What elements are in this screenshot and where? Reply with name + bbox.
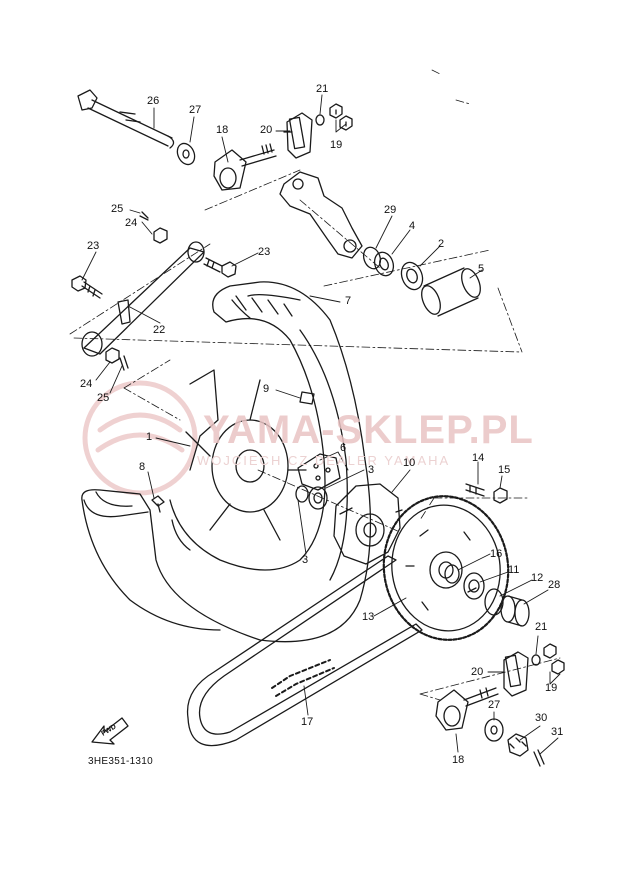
washer-27-top [176, 142, 196, 166]
watermark-logo-icon [82, 380, 198, 496]
washer-21-top [315, 114, 325, 126]
bearing-11 [463, 572, 485, 600]
cotter-pin-25-bottom [119, 355, 129, 371]
caliper-bracket [279, 171, 363, 259]
tire-inner-section [83, 491, 149, 518]
drive-chain-17 [186, 555, 423, 747]
label-13: 13 [362, 611, 375, 623]
nut-24-top [153, 227, 168, 244]
label-18: 18 [452, 754, 465, 766]
label-4: 4 [409, 220, 416, 232]
part-code: 3HE351-1310 [88, 756, 154, 767]
label-20: 20 [471, 666, 484, 678]
label-28: 28 [548, 579, 561, 591]
label-24: 24 [80, 378, 93, 390]
label-23: 23 [87, 240, 100, 252]
axle-shaft [77, 89, 175, 149]
label-24: 24 [125, 217, 138, 229]
label-29: 29 [384, 204, 397, 216]
torque-rod-22 [81, 241, 205, 357]
label-22: 22 [153, 324, 166, 336]
chain-puller-18-top [213, 143, 277, 191]
adjuster-block-20-bottom [503, 651, 529, 697]
label-6: 6 [340, 442, 347, 454]
bearing-2 [400, 261, 424, 291]
cotter-pin-25-top [139, 211, 149, 221]
collar-29 [362, 246, 382, 270]
label-30: 30 [535, 712, 548, 724]
bearing-3-outer [308, 486, 328, 510]
spacer-16 [444, 564, 460, 584]
nut-19-top [329, 103, 343, 119]
forward-arrow-icon [91, 717, 129, 745]
label-20: 20 [260, 124, 273, 136]
label-26: 26 [147, 95, 160, 107]
leader-lines [81, 94, 561, 755]
label-5: 5 [478, 263, 485, 275]
watermark-subtitle: WOJCIECH CZ DEALER YAMAHA [197, 453, 451, 468]
nut-19-bottom [543, 643, 565, 675]
label-16: 16 [490, 548, 503, 560]
bolt-23-right [203, 257, 237, 278]
collar-28 [500, 595, 530, 627]
washer-27-bottom [484, 718, 504, 742]
label-3: 3 [368, 464, 375, 476]
clutch-hub-10 [333, 483, 403, 565]
axle-nut-30 [507, 733, 529, 757]
hub-damper-6 [297, 453, 341, 491]
label-21: 21 [535, 621, 548, 633]
label-10: 10 [403, 457, 416, 469]
adjuster-block-20-top [283, 112, 313, 159]
nut-24-bottom [105, 347, 120, 364]
label-19: 19 [545, 682, 558, 694]
sprocket-13 [382, 495, 510, 641]
valve-8 [151, 495, 165, 513]
oil-seal-4 [373, 251, 395, 277]
label-2: 2 [438, 238, 445, 250]
label-25: 25 [111, 203, 124, 215]
label-8: 8 [139, 461, 146, 473]
cotter-pin-31 [533, 749, 545, 767]
label-25: 25 [97, 392, 110, 404]
label-19: 19 [330, 139, 343, 151]
label-3: 3 [302, 554, 309, 566]
label-12: 12 [531, 572, 544, 584]
label-9: 9 [263, 383, 270, 395]
bolt-23-left [71, 275, 103, 299]
rear-wheel [81, 281, 372, 643]
label-1: 1 [146, 431, 153, 443]
oil-seal-12 [484, 588, 504, 616]
label-27: 27 [488, 699, 501, 711]
label-21: 21 [316, 83, 329, 95]
label-27: 27 [189, 104, 202, 116]
bearing-3-inner [295, 485, 309, 503]
spacer-5 [421, 267, 481, 317]
watermark-title: YAMA-SKLEP.PL [203, 408, 534, 452]
label-23: 23 [258, 246, 271, 258]
label-7: 7 [345, 295, 352, 307]
nut-15 [493, 487, 508, 504]
label-18: 18 [216, 124, 229, 136]
chain-puller-18-bottom [435, 687, 499, 731]
label-11: 11 [508, 564, 520, 576]
bolt-14 [465, 483, 485, 497]
label-31: 31 [551, 726, 564, 738]
label-14: 14 [472, 452, 485, 464]
reference-lines [69, 69, 561, 701]
label-17: 17 [301, 716, 314, 728]
label-15: 15 [498, 464, 511, 476]
washer-21-bottom [531, 654, 541, 666]
